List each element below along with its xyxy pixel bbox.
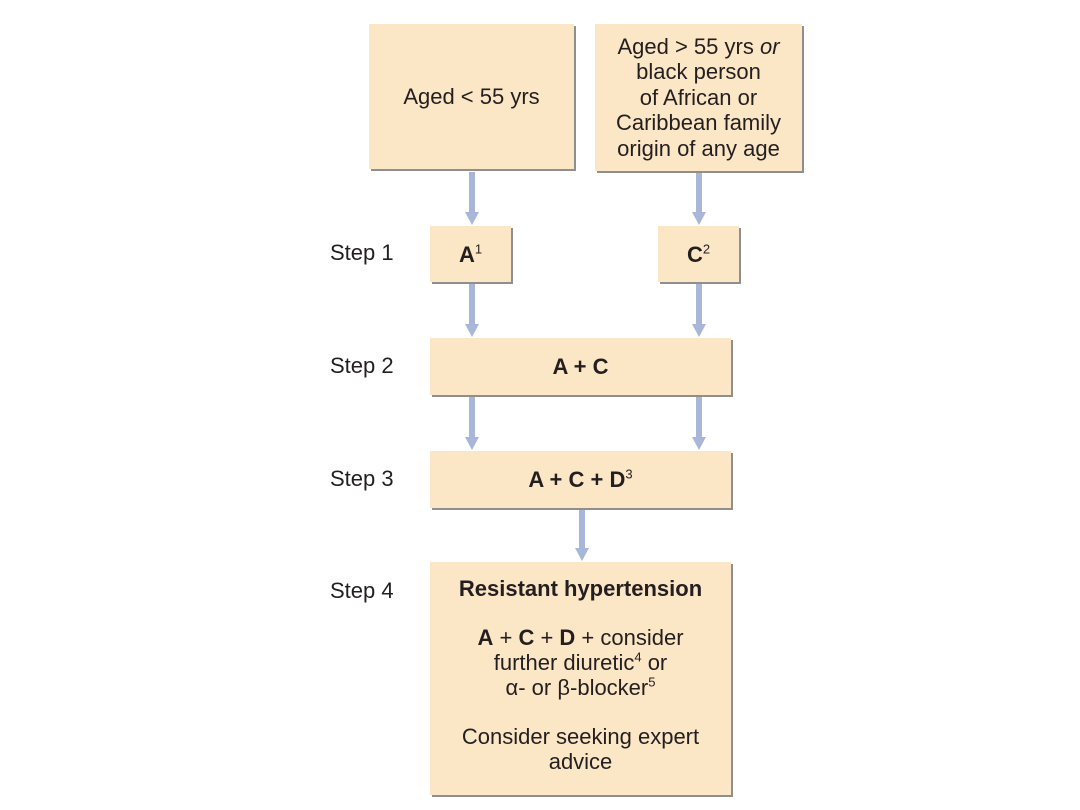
box-step1-a: A1 [430,226,511,282]
arrow-c-to-step2 [692,284,706,337]
aged-under-55-text: Aged < 55 yrs [403,84,540,109]
expert-advice-line2: advice [548,749,613,774]
step4-drug-c: C [518,625,535,650]
step3-text: A + C + D [528,467,626,492]
box-step1-c: C2 [658,226,739,282]
box-step4: Resistant hypertension A + C + D + consi… [430,562,731,795]
aged-over-55-text: Aged > 55 yrs [617,33,760,59]
step4-label: Step 4 [330,578,394,603]
arrow-step2-to-step3-right [692,397,706,450]
box-aged-over-55: Aged > 55 yrs or black person of African… [595,24,802,171]
drug-c-text: C [686,241,703,267]
consider-text: + consider [575,625,684,650]
step4-drug-d: D [559,625,576,650]
black-person-text: black person [636,59,761,85]
or-italic-text: or [759,33,780,59]
african-text: of African or [639,84,758,110]
further-diuretic-text: further diuretic [493,650,635,675]
box-step3: A + C + D3 [430,451,731,508]
blocker-text: α- or β-blocker [505,675,649,700]
footnote-3: 3 [625,466,633,482]
footnote-4: 4 [634,649,642,665]
arrow-aged-under-55-to-a [465,172,479,225]
step2-text: A + C [552,354,609,379]
step4-drug-a: A [477,625,494,650]
arrow-aged-over-55-to-c [692,173,706,225]
caribbean-text: Caribbean family [615,110,782,136]
footnote-5: 5 [648,674,656,690]
footnote-1: 1 [474,241,483,257]
box-aged-under-55: Aged < 55 yrs [369,24,574,169]
box-step2: A + C [430,338,731,395]
step1-label: Step 1 [330,240,394,265]
resistant-hypertension-heading: Resistant hypertension [458,576,703,601]
footnote-2: 2 [702,241,711,257]
arrow-step3-to-step4 [575,510,589,561]
any-age-text: origin of any age [617,135,780,161]
step2-label: Step 2 [330,353,394,378]
arrow-a-to-step2 [465,284,479,337]
step3-label: Step 3 [330,466,394,491]
drug-a-text: A [458,241,475,267]
arrow-step2-to-step3-left [465,397,479,450]
expert-advice-line1: Consider seeking expert [461,724,700,749]
